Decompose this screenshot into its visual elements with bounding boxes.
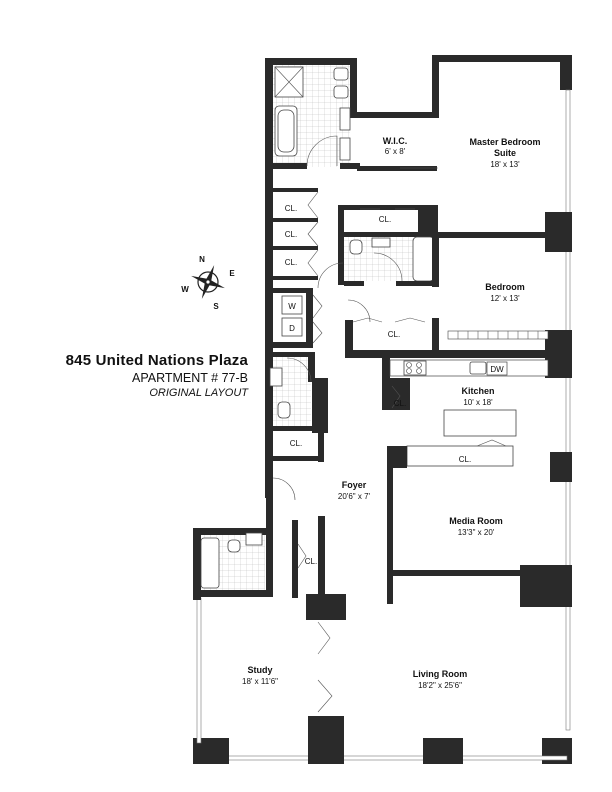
closet-label: CL. xyxy=(305,557,317,566)
foyer-name: Foyer xyxy=(342,480,367,490)
foyer-closet xyxy=(272,430,324,501)
closet-label: CL. xyxy=(285,230,297,239)
closet-label: CL. xyxy=(379,215,391,224)
master-bath xyxy=(273,65,360,169)
study-dims: 18' x 11'6" xyxy=(242,677,278,686)
bedroom-dims: 12' x 13' xyxy=(490,294,520,303)
wic xyxy=(357,166,438,171)
compass-w: W xyxy=(181,285,189,294)
master-name: Master Bedroom xyxy=(469,137,540,147)
closet-label: CL. xyxy=(290,439,302,448)
compass-icon: N S E W xyxy=(181,255,235,311)
powder-room xyxy=(269,352,328,433)
apartment-number: APARTMENT # 77-B xyxy=(131,371,248,385)
washer-label: W xyxy=(288,302,296,311)
kitchen-dims: 10' x 18' xyxy=(463,398,493,407)
compass-e: E xyxy=(229,269,235,278)
master-dims: 18' x 13' xyxy=(490,160,520,169)
closet-label: CL. xyxy=(459,455,471,464)
study-closet xyxy=(292,516,522,713)
perimeter-walls xyxy=(193,55,572,764)
compass-s: S xyxy=(213,302,219,311)
kitchen xyxy=(382,358,549,604)
building-name: 845 United Nations Plaza xyxy=(65,352,248,369)
layout-label: ORIGINAL LAYOUT xyxy=(149,387,248,399)
bedroom-closet-walls xyxy=(345,317,555,358)
closet-label: CL. xyxy=(285,258,297,267)
closet-label: CL. xyxy=(285,204,297,213)
study-name: Study xyxy=(247,665,272,675)
media-dims: 13'3" x 20' xyxy=(458,528,495,537)
living-name: Living Room xyxy=(413,669,468,679)
wic-name: W.I.C. xyxy=(383,136,408,146)
title-block: 845 United Nations Plaza APARTMENT # 77-… xyxy=(18,352,248,399)
room-labels: W.I.C. 6' x 8' Master Bedroom Suite 18' … xyxy=(242,136,541,690)
bedroom-bath xyxy=(338,205,553,287)
closet-label: CL. xyxy=(394,399,406,408)
kitchen-name: Kitchen xyxy=(461,386,494,396)
compass-n: N xyxy=(199,255,205,264)
master-name-2: Suite xyxy=(494,148,516,158)
dishwasher-label: DW xyxy=(490,365,504,374)
laundry xyxy=(273,262,371,348)
study-bath xyxy=(200,532,265,590)
closet-label: CL. xyxy=(388,330,400,339)
dryer-label: D xyxy=(289,324,295,333)
bedroom-name: Bedroom xyxy=(485,282,525,292)
living-dims: 18'2" x 25'6" xyxy=(418,681,462,690)
media-name: Media Room xyxy=(449,516,503,526)
closet-stack xyxy=(273,188,319,280)
foyer-dims: 20'6" x 7' xyxy=(338,492,371,501)
wic-dims: 6' x 8' xyxy=(385,147,406,156)
